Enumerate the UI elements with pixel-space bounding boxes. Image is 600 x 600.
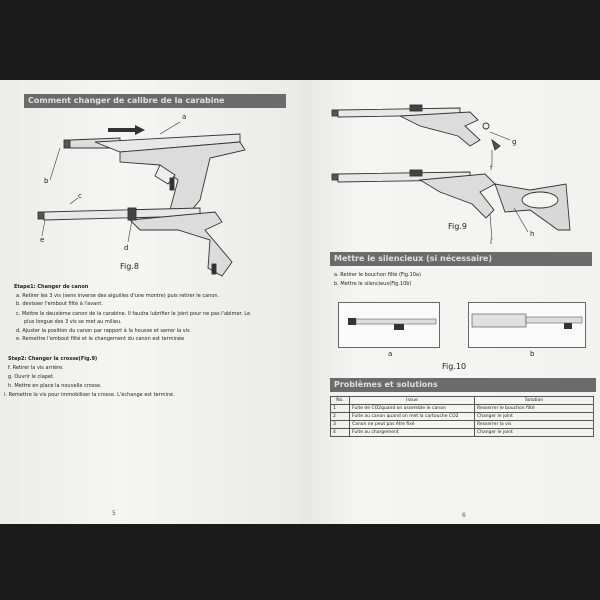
silencer-illustration-b bbox=[468, 302, 586, 348]
table-cell: 4 bbox=[330, 428, 350, 437]
pistol-illustration-bottom bbox=[37, 197, 233, 277]
table-cell: Fuite au canon quand on met la cartouche… bbox=[349, 412, 475, 421]
label-a: a bbox=[182, 113, 187, 121]
right-page: g f i h Fig.9 Mettre le silencieux (si n… bbox=[300, 80, 600, 524]
table-row: 3 Canon ne peut pas être fixé Resserrer … bbox=[330, 420, 594, 429]
label-h: h bbox=[530, 230, 535, 238]
label-c: c bbox=[78, 192, 82, 200]
table-cell: Fuite au chargement bbox=[349, 428, 475, 437]
table-cell: Resserrer le bouchon filté bbox=[474, 404, 594, 413]
carbine-illustration-fig9 bbox=[331, 169, 571, 241]
table-header-cell: Solution bbox=[474, 396, 594, 405]
step2-title: Step2: Changer la crosse(Fig.9) bbox=[8, 356, 98, 362]
table-row: 1 Fuite de CO2quand on assemble le canon… bbox=[330, 404, 594, 413]
step2-item: f. Retirer la vis arrière. bbox=[8, 365, 64, 371]
label-g: g bbox=[512, 138, 517, 146]
page-number-left: 5 bbox=[112, 510, 116, 517]
figure-caption-10: Fig.10 bbox=[442, 362, 467, 371]
step1-item: a. Retirer les 3 vis (sens inverse des a… bbox=[16, 293, 220, 299]
step1-item: c. Mettre le deuxième canon de la carabi… bbox=[16, 311, 251, 317]
silencer-illustration-a bbox=[338, 302, 440, 348]
table-header-cell: Issue bbox=[349, 396, 475, 405]
fig10-label-a: a bbox=[388, 350, 393, 358]
fig10-label-b: b bbox=[530, 350, 535, 358]
table-cell: Changer le joint bbox=[474, 428, 594, 437]
table-cell: 2 bbox=[330, 412, 350, 421]
section-header-silencer: Mettre le silencieux (si nécessaire) bbox=[330, 252, 592, 266]
step1-item: b. devisser l'embout filté à l'avant. bbox=[16, 301, 103, 307]
step1-item: e. Remettre l'embout filté et le changem… bbox=[16, 336, 185, 342]
section-header-change-caliber: Comment changer de calibre de la carabin… bbox=[24, 94, 286, 108]
figure-caption-8: Fig.8 bbox=[120, 262, 139, 271]
silencer-item: a. Retirer le bouchon filté (Fig.10a) bbox=[334, 272, 421, 278]
label-d: d bbox=[124, 244, 129, 252]
table-cell: Resserrer la vis bbox=[474, 420, 594, 429]
table-header-cell: No. bbox=[330, 396, 350, 405]
section-header-problems: Problèmes et solutions bbox=[330, 378, 596, 392]
table-cell: Fuite de CO2quand on assemble le canon bbox=[349, 404, 475, 413]
problems-table: No. Issue Solution 1 Fuite de CO2quand o… bbox=[330, 396, 594, 437]
step2-item: i. Remettre la vis pour immobiliser la c… bbox=[4, 392, 175, 398]
label-e: e bbox=[40, 236, 45, 244]
table-cell: Canon ne peut pas être fixé bbox=[349, 420, 475, 429]
step1-item: d. Ajuster la position du canon par rapp… bbox=[16, 328, 190, 334]
label-i: i bbox=[490, 238, 492, 246]
left-page: Comment changer de calibre de la carabin… bbox=[0, 80, 300, 524]
silencer-item: b. Mettre le silencieux(Fig.10b) bbox=[334, 281, 412, 287]
pistol-illustration-top bbox=[49, 121, 246, 219]
table-header-row: No. Issue Solution bbox=[330, 396, 594, 405]
step2-item: g. Ouvrir le clapet. bbox=[8, 374, 55, 380]
table-row: 2 Fuite au canon quand on met la cartouc… bbox=[330, 412, 594, 421]
table-cell: 3 bbox=[330, 420, 350, 429]
table-cell: Changer le joint bbox=[474, 412, 594, 421]
step2-item: h. Mettre en place la nouvelle crosse. bbox=[8, 383, 102, 389]
table-row: 4 Fuite au chargement Changer le joint bbox=[330, 428, 594, 437]
label-f: f bbox=[490, 164, 493, 172]
figure-caption-9: Fig.9 bbox=[448, 222, 467, 231]
table-cell: 1 bbox=[330, 404, 350, 413]
step1-item: plus longue des 3 vis se met au milieu. bbox=[24, 319, 122, 325]
step1-title: Etape1: Changer de canon bbox=[14, 284, 89, 290]
pistol-illustration-fig9-top bbox=[331, 104, 511, 164]
page-number-right: 6 bbox=[462, 512, 466, 519]
label-b: b bbox=[44, 177, 49, 185]
